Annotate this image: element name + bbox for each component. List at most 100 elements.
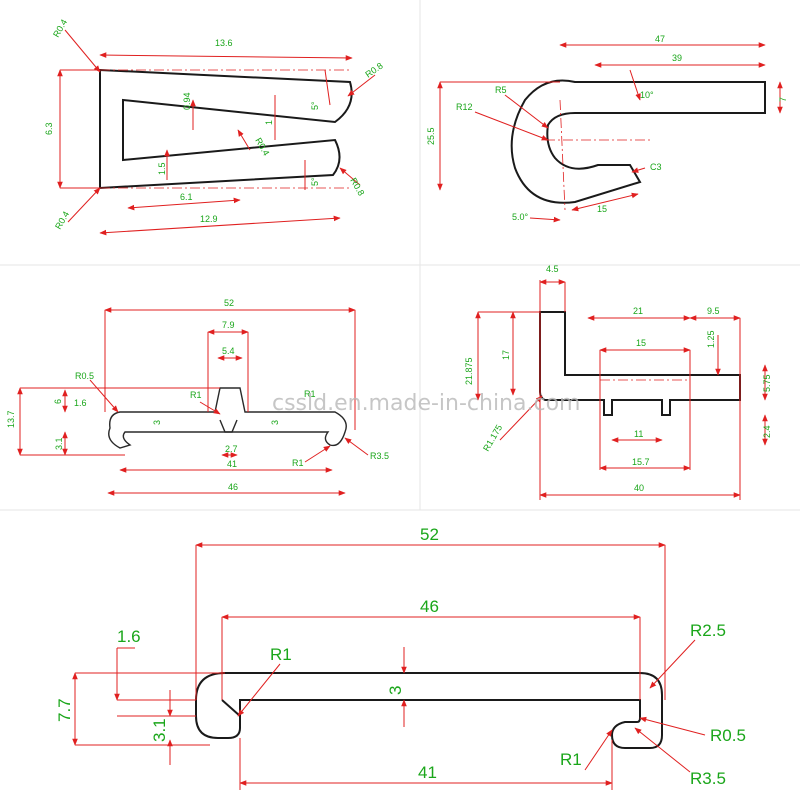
leader <box>344 437 369 456</box>
detail-profile-enlarged: 52 46 1.6 R1 R2.5 3 7.7 3.1 R0.5 R1 41 R… <box>55 525 746 790</box>
leader <box>339 167 361 186</box>
dim-h31: 3.1 <box>54 437 64 450</box>
dim-w41: 41 <box>418 763 437 782</box>
dim-h7: 7 <box>778 97 788 102</box>
dim-h24: 2.4 <box>762 425 772 438</box>
dim-line <box>99 215 341 236</box>
inner-edge <box>221 699 241 717</box>
dim-l15: 15 <box>597 204 607 214</box>
dim-h77: 7.7 <box>55 698 74 722</box>
leader <box>631 167 646 173</box>
dim-w21: 21 <box>633 306 643 316</box>
center-rib <box>219 419 238 433</box>
dim-r-tl: R0.4 <box>51 18 69 39</box>
dim-r-br: R0.8 <box>348 176 366 197</box>
panel4-rail-profile: 4.5 21 9.5 21.875 17 15 1.25 5.75 R1.175… <box>464 264 772 500</box>
dim-r-tr: R0.8 <box>363 61 384 80</box>
dim-r05: R0.5 <box>75 371 94 381</box>
dim-r35: R3.5 <box>370 451 389 461</box>
dim-h3b: 3 <box>270 420 280 425</box>
dim-one-five: 1.5 <box>157 162 167 175</box>
leader <box>499 395 543 441</box>
dim-h16: 1.6 <box>74 398 87 408</box>
dim-r1-top: R1 <box>270 645 292 664</box>
dim-r35: R3.5 <box>690 769 726 788</box>
dim-r1-bottom: R1 <box>560 750 582 769</box>
dim-w27: 2.7 <box>225 444 238 454</box>
dim-h125: 1.25 <box>706 330 716 348</box>
leader <box>347 74 376 97</box>
dim-w45: 4.5 <box>546 264 559 274</box>
dim-w79: 7.9 <box>222 320 235 330</box>
dim-h137: 13.7 <box>6 410 16 428</box>
leader <box>474 111 549 141</box>
dim-line <box>571 192 639 212</box>
dim-w40: 40 <box>634 483 644 493</box>
dim-r-bl: R0.4 <box>53 210 71 231</box>
leader <box>64 29 101 73</box>
dim-top: 13.6 <box>215 38 233 48</box>
panel1-spring-clip: 13.6 R0.4 R0.8 R0.8 R0.4 R0.4 6.3 0.94 1… <box>44 18 385 236</box>
clip-outline <box>99 68 353 190</box>
dim-w41: 41 <box>227 459 237 469</box>
leader <box>304 445 331 463</box>
leader <box>649 639 696 689</box>
profile-outline <box>108 387 347 449</box>
dim-h17: 17 <box>501 350 511 360</box>
leader <box>237 129 251 151</box>
dim-h6: 6 <box>53 399 63 404</box>
dim-w46: 46 <box>420 597 439 616</box>
dim-r12: R12 <box>456 102 473 112</box>
dim-angle-top: 5° <box>310 101 320 110</box>
dim-h3a: 3 <box>152 420 162 425</box>
dim-r1a: R1 <box>190 390 202 400</box>
dim-slot: 0.94 <box>182 92 192 110</box>
leader <box>237 663 281 717</box>
dim-line <box>127 197 241 211</box>
dim-angle-bottom: 5° <box>310 177 320 186</box>
leader <box>89 379 119 413</box>
dim-r5: R5 <box>495 85 507 95</box>
angle-line <box>324 69 331 106</box>
leader <box>584 729 613 771</box>
angle-line <box>629 69 641 101</box>
dim-ang10: 10° <box>640 90 654 100</box>
dim-w157: 15.7 <box>632 457 650 467</box>
leader <box>199 401 221 415</box>
centerline <box>559 99 566 211</box>
dim-w11: 11 <box>634 429 643 439</box>
profile-outline <box>195 672 663 749</box>
dim-r05: R0.5 <box>710 726 746 745</box>
leader <box>67 187 101 223</box>
dim-one: 1 <box>264 120 274 125</box>
dim-inner-bottom: 6.1 <box>180 192 193 202</box>
dim-line <box>529 216 561 223</box>
dim-h575: 5.75 <box>762 374 772 392</box>
leader <box>634 727 691 773</box>
dim-line <box>99 52 353 61</box>
panel2-hook: 47 39 7 10° R5 R12 25.5 C3 15 5.0° <box>426 34 788 223</box>
dim-height: 6.3 <box>44 122 54 135</box>
dim-h31: 3.1 <box>150 718 169 742</box>
panel3-profile: 52 7.9 5.4 R0.5 6 1.6 13.7 R1 R1 R1 3 3 … <box>6 298 389 496</box>
dim-bottom: 12.9 <box>200 214 218 224</box>
leader <box>504 94 549 129</box>
dim-r1175: R1.175 <box>481 423 504 453</box>
dim-w15: 15 <box>636 338 646 348</box>
dim-w95: 9.5 <box>707 306 720 316</box>
dim-ang5: 5.0° <box>512 212 529 222</box>
watermark: cssld.en.made-in-china.com <box>272 391 580 416</box>
dim-w52: 52 <box>224 298 234 308</box>
dim-h3: 3 <box>386 686 405 695</box>
dim-w54: 5.4 <box>222 346 235 356</box>
leader <box>639 716 706 736</box>
dim-r1c: R1 <box>292 458 304 468</box>
dim-h25: 25.5 <box>426 127 436 145</box>
dim-w39: 39 <box>672 53 682 63</box>
dim-h16: 1.6 <box>117 627 141 646</box>
dim-w46: 46 <box>228 482 238 492</box>
dim-r1b: R1 <box>304 389 316 399</box>
hook-outline <box>510 79 766 204</box>
